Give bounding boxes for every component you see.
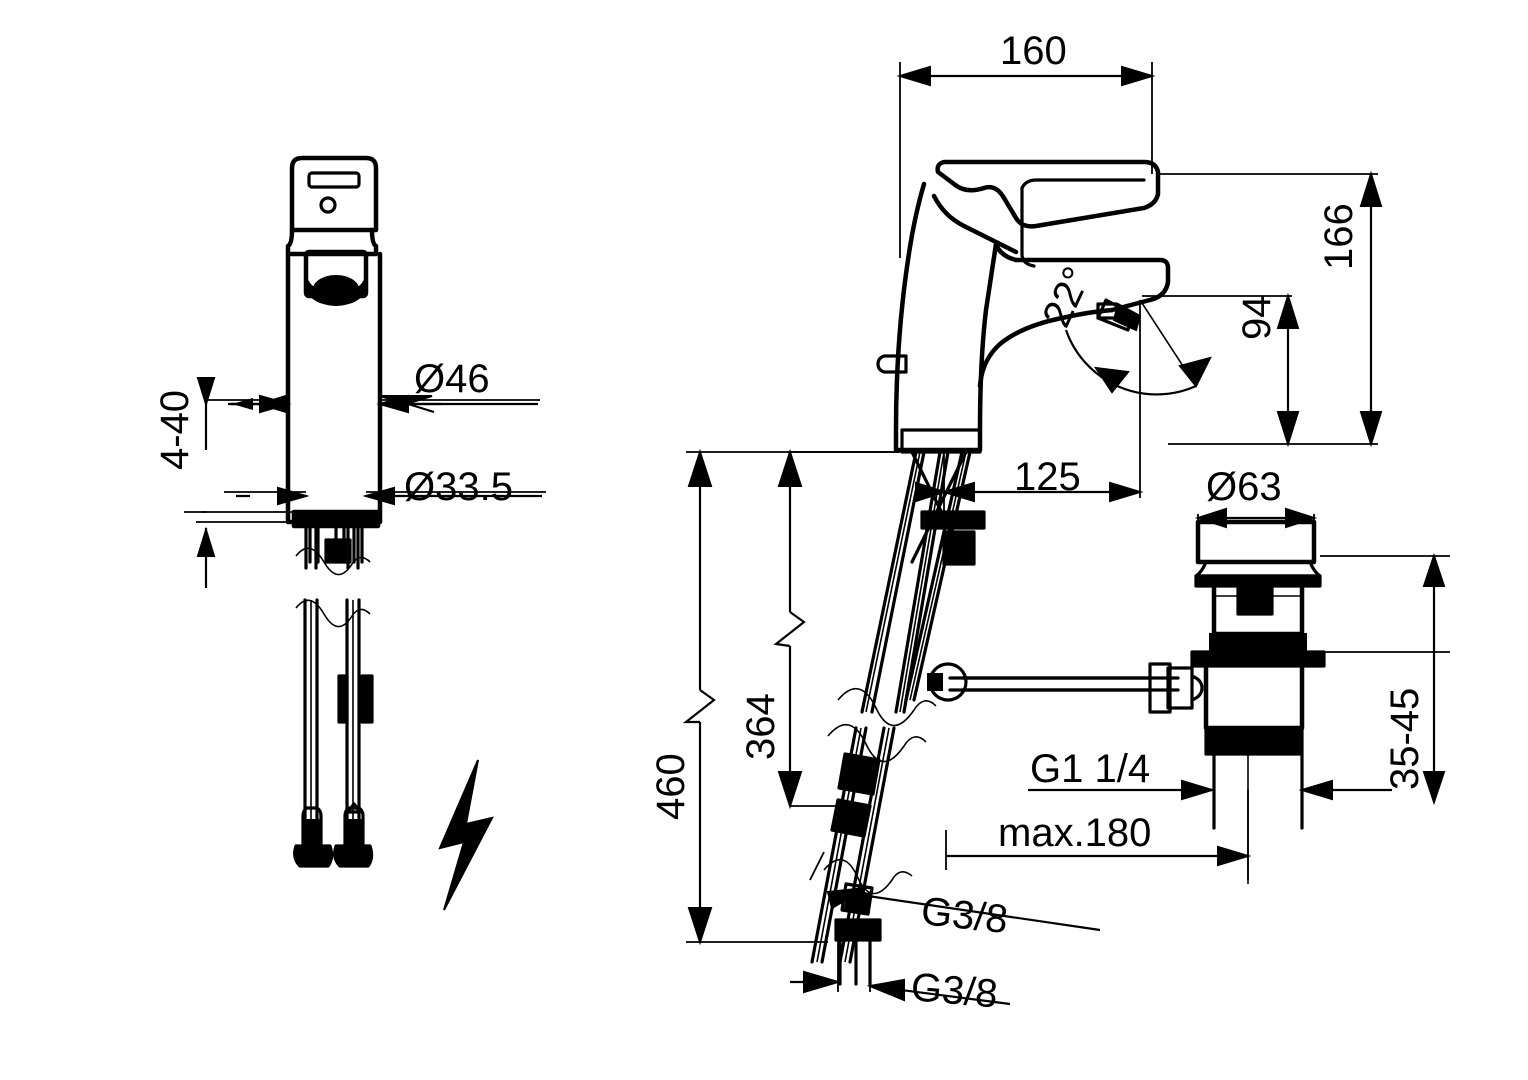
dim-label-94: 94 (1235, 296, 1279, 341)
dim-label-4-40: 4-40 (153, 390, 197, 470)
dim-label-160: 160 (1000, 29, 1067, 73)
side-view-geometry (810, 159, 1326, 986)
dim-label-max-180: max.180 (998, 811, 1151, 855)
dim-label-dia33-5: Ø33.5 (404, 465, 513, 509)
front-view-dimension-lines (184, 377, 546, 588)
side-view-dimension-lines (682, 62, 1450, 1006)
dim-label-g3-8-lower: G3/8 (909, 965, 999, 1016)
dim-label-g1-1-4: G1 1/4 (1030, 747, 1150, 791)
dim-label-125: 125 (1014, 455, 1081, 499)
front-view-geometry (285, 155, 383, 868)
lightning-bolt-icon (438, 759, 494, 911)
dim-label-dia63: Ø63 (1206, 465, 1282, 509)
dim-label-dia46: Ø46 (414, 357, 490, 401)
dim-label-364: 364 (739, 693, 783, 760)
dim-label-22-degree: 22° (1034, 260, 1099, 333)
dim-label-166: 166 (1317, 203, 1361, 270)
dim-label-460: 460 (649, 753, 693, 820)
dim-label-35-45: 35-45 (1383, 688, 1427, 790)
dim-label-g3-8-upper: G3/8 (919, 889, 1010, 942)
